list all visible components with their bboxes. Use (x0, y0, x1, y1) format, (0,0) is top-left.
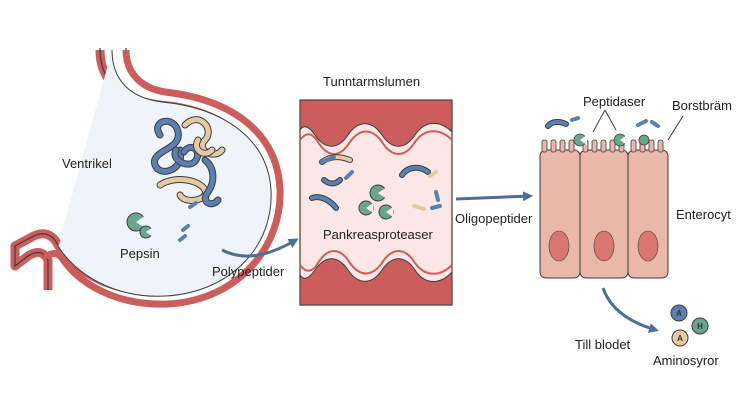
nucleus (548, 230, 570, 262)
brush-border (541, 139, 664, 153)
amino-acid-a (671, 329, 689, 347)
peptide-fragments (309, 154, 442, 211)
arrow-to-blood (601, 287, 659, 333)
enterocytes: Peptidaser Borstbräm Enterocyt (539, 94, 732, 279)
amino-acid-a (670, 304, 688, 322)
nucleus (637, 230, 659, 262)
ventrikel-label: Ventrikel (62, 156, 112, 171)
oligopeptider-label: Oligopeptider (455, 211, 533, 226)
peptidaser-leader (592, 109, 617, 133)
arrow-oligopeptides (455, 191, 533, 202)
amino-acid-letter: A (677, 334, 683, 343)
polypeptider-label: Polypeptider (212, 264, 285, 279)
borstbram-leader (667, 115, 684, 141)
peptidase-enzymes (573, 133, 650, 147)
borstbram-label: Borstbräm (672, 98, 732, 113)
protein-tangle (151, 116, 226, 242)
amino-acid-h (691, 317, 709, 335)
bottom-wall-line (299, 250, 453, 275)
stomach-inner-line (57, 49, 272, 297)
aminosyror-label: Aminosyror (653, 353, 719, 368)
stomach: Ventrikel Pepsin (10, 48, 284, 308)
amino-acid-letter: A (676, 309, 682, 318)
pepsin-label: Pepsin (120, 246, 160, 261)
nucleus (593, 230, 615, 262)
esophagus (99, 48, 127, 50)
till-blodet-label: Till blodet (575, 337, 631, 352)
pepsin-enzyme (126, 212, 153, 239)
amino-acids: A H A (670, 304, 709, 347)
amino-acid-letter: H (697, 322, 703, 331)
pankreasproteaser-label: Pankreasproteaser (323, 227, 434, 242)
enterocyt-label: Enterocyt (676, 207, 731, 222)
tunntarmslumen-label: Tunntarmslumen (323, 74, 420, 89)
bottom-wall (299, 258, 453, 306)
arrow-polypeptides (221, 238, 299, 258)
duodenum (14, 246, 49, 290)
top-wall (299, 99, 453, 147)
protease-enzymes (358, 184, 394, 220)
small-peptides (545, 116, 660, 129)
small-intestine: Tunntarmslumen Pankreasproteaser (299, 74, 453, 306)
peptidaser-label: Peptidaser (583, 94, 646, 109)
top-wall-line (299, 130, 453, 155)
